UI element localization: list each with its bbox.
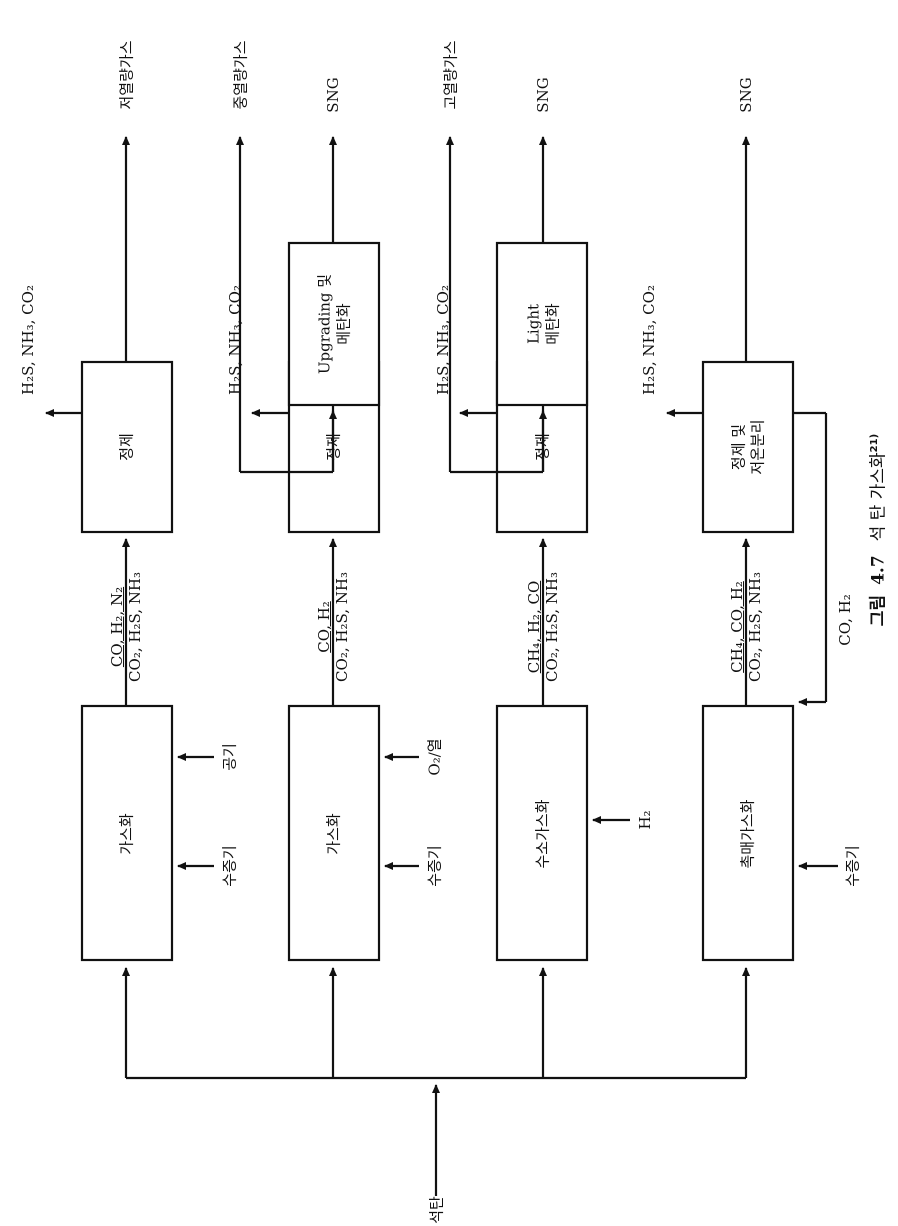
row4-removed: H₂S, NH₃, CO₂ [640,285,658,395]
row4-raw-gas-top: CH₄, CO, H₂ [728,581,746,673]
row1-input-0: 수증기 [220,845,239,887]
row2-branch-product: 중열량가스 [231,40,250,110]
row4-recycle-label: CO, H₂ [836,594,854,646]
row4-product: SNG [737,77,755,113]
row2-raw-gas-top: CO, H₂ [315,601,333,653]
row2-input-1: O₂/열 [425,738,444,776]
row4-raw-gas: CH₄, CO, H₂ CO₂, H₂S, NH₃ [728,572,764,682]
caption-number: 4.7 [868,555,889,585]
row4-cleanup-label: 정제 및 저온분리 [729,419,767,474]
caption-prefix: 그림 [868,594,889,627]
caption-text: 석 탄 가스화 [868,452,889,542]
row2-upgrade-label: Upgrading 및 메탄화 [315,274,353,374]
row4-cleanup-line1: 정제 및 [729,423,748,471]
row3-product: SNG [534,77,552,113]
row2-removed: H₂S, NH₃, CO₂ [226,285,244,395]
row2-product: SNG [324,77,342,113]
row1-input-1: 공기 [220,743,239,771]
row3-gasifier-label: 수소가스화 [533,799,552,869]
row3-upgrade-label: Light 메탄화 [524,303,562,344]
row3-raw-gas-bottom: CO₂, H₂S, NH₃ [543,572,561,682]
row3-upgrade-line1: Light [524,303,543,345]
row4-raw-gas-bottom: CO₂, H₂S, NH₃ [746,572,764,682]
figure-caption: 그림 4.7 석 탄 가스화21) [864,434,889,626]
row2-input-0: 수증기 [425,845,444,887]
row3-raw-gas-top: CH₄, H₂, CO [525,580,543,674]
row3-cleanup-label: 정제 [533,433,552,461]
row4-gasifier-label: 촉매가스화 [738,799,757,869]
row4-cleanup-box [701,360,795,534]
row1-raw-gas-top: CO, H₂, N₂ [108,586,126,668]
row2-upgrade-line2: 메탄화 [334,303,352,345]
row4-gasifier-box [701,704,795,962]
row3-raw-gas: CH₄, H₂, CO CO₂, H₂S, NH₃ [525,572,561,682]
row3-input-0: H₂ [636,810,654,830]
row2-raw-gas: CO, H₂ CO₂, H₂S, NH₃ [315,572,351,682]
row1-gasifier-label: 가스화 [117,813,136,855]
row2-cleanup-label: 정제 [324,433,343,461]
row3-removed: H₂S, NH₃, CO₂ [434,285,452,395]
row1-raw-gas-bottom: CO₂, H₂S, NH₃ [126,572,144,682]
row2-raw-gas-bottom: CO₂, H₂S, NH₃ [333,572,351,682]
caption-ref: 21) [868,433,880,453]
row4-input-0: 수증기 [843,845,862,887]
row1-removed: H₂S, NH₃, CO₂ [19,285,37,395]
row1-cleanup-label: 정제 [117,433,136,461]
row3-upgrade-line2: 메탄화 [543,303,561,345]
row2-upgrade-box [287,241,381,407]
row1-product: 저열량가스 [117,40,136,110]
feed-label: 석탄 [427,1196,446,1224]
row2-gasifier-label: 가스화 [324,813,343,855]
row3-branch-product: 고열량가스 [441,40,460,110]
row3-upgrade-box [495,241,589,407]
row1-raw-gas: CO, H₂, N₂ CO₂, H₂S, NH₃ [108,572,144,682]
row4-cleanup-line2: 저온분리 [748,419,766,475]
row2-upgrade-line1: Upgrading 및 [315,273,334,375]
